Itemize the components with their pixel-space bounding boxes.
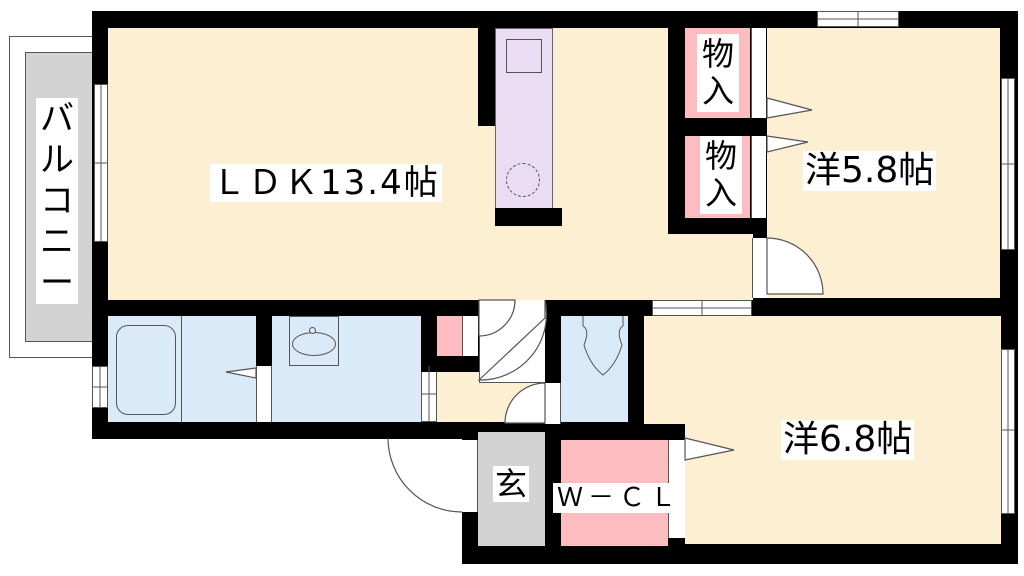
- storage2-label: 物 入: [700, 136, 742, 214]
- linen-closet: [437, 316, 462, 356]
- room-toilet: [561, 316, 628, 422]
- door-swing-washroom: [478, 299, 516, 337]
- door-swing-toilet: [504, 382, 546, 424]
- door-swing-western1: [766, 237, 824, 295]
- entrance-exterior-gap: [390, 439, 462, 576]
- storage2-label-top: 物: [704, 137, 737, 175]
- bathtub-divider: [181, 316, 182, 422]
- western1-label: 洋5.8帖: [803, 150, 937, 191]
- door-triangle-storage1: [766, 97, 813, 119]
- door-triangle-bathroom: [225, 367, 257, 379]
- storage2-doors: [751, 136, 766, 218]
- entrance-door-jamb: [462, 440, 478, 512]
- sink-icon: [506, 39, 542, 73]
- door-swing-ldk: [477, 299, 548, 381]
- balcony-char: バ: [40, 98, 74, 139]
- storage1-label-bottom: 入: [701, 71, 734, 110]
- kitchen-wall-stub: [478, 28, 495, 126]
- faucet-icon: [309, 327, 316, 334]
- bathtub-icon: [116, 325, 176, 415]
- ldk-label: ＬＤＫ13.4帖: [210, 163, 442, 203]
- balcony-char: コ: [40, 180, 74, 221]
- storage1-label-top: 物: [701, 35, 734, 73]
- bathroom-door: [256, 366, 272, 422]
- wcl-label: Ｗ－ＣＬ: [553, 483, 686, 513]
- toilet-bowl-icon: [582, 316, 624, 376]
- storage1-doors: [751, 28, 766, 118]
- wall-w2-left: [628, 316, 644, 424]
- door-swing-entrance: [387, 437, 463, 513]
- balcony-char: ル: [40, 139, 74, 180]
- stove-burner-icon: [506, 163, 540, 197]
- entrance-label: 玄: [493, 465, 530, 503]
- balcony-char: ー: [40, 263, 74, 304]
- toilet-door: [545, 383, 561, 424]
- western2-label: 洋6.8帖: [781, 419, 915, 460]
- ldk-door-jamb: [752, 238, 767, 298]
- vanity-icon: [289, 316, 339, 366]
- balcony-label: バ ル コ ニ ー: [36, 98, 78, 304]
- door-triangle-storage2: [766, 135, 809, 153]
- storage1-label: 物 入: [697, 34, 739, 112]
- linen-closet-door: [462, 316, 478, 356]
- door-triangle-wcl: [684, 437, 735, 461]
- kitchen-counter-base: [495, 208, 562, 226]
- balcony-char: ニ: [40, 222, 74, 263]
- storage2-label-bottom: 入: [704, 173, 737, 212]
- wall-wcl-top: [545, 424, 685, 440]
- room-ldk-ext: [683, 233, 753, 300]
- room-bathroom: [108, 316, 256, 422]
- room-washroom: [272, 316, 421, 422]
